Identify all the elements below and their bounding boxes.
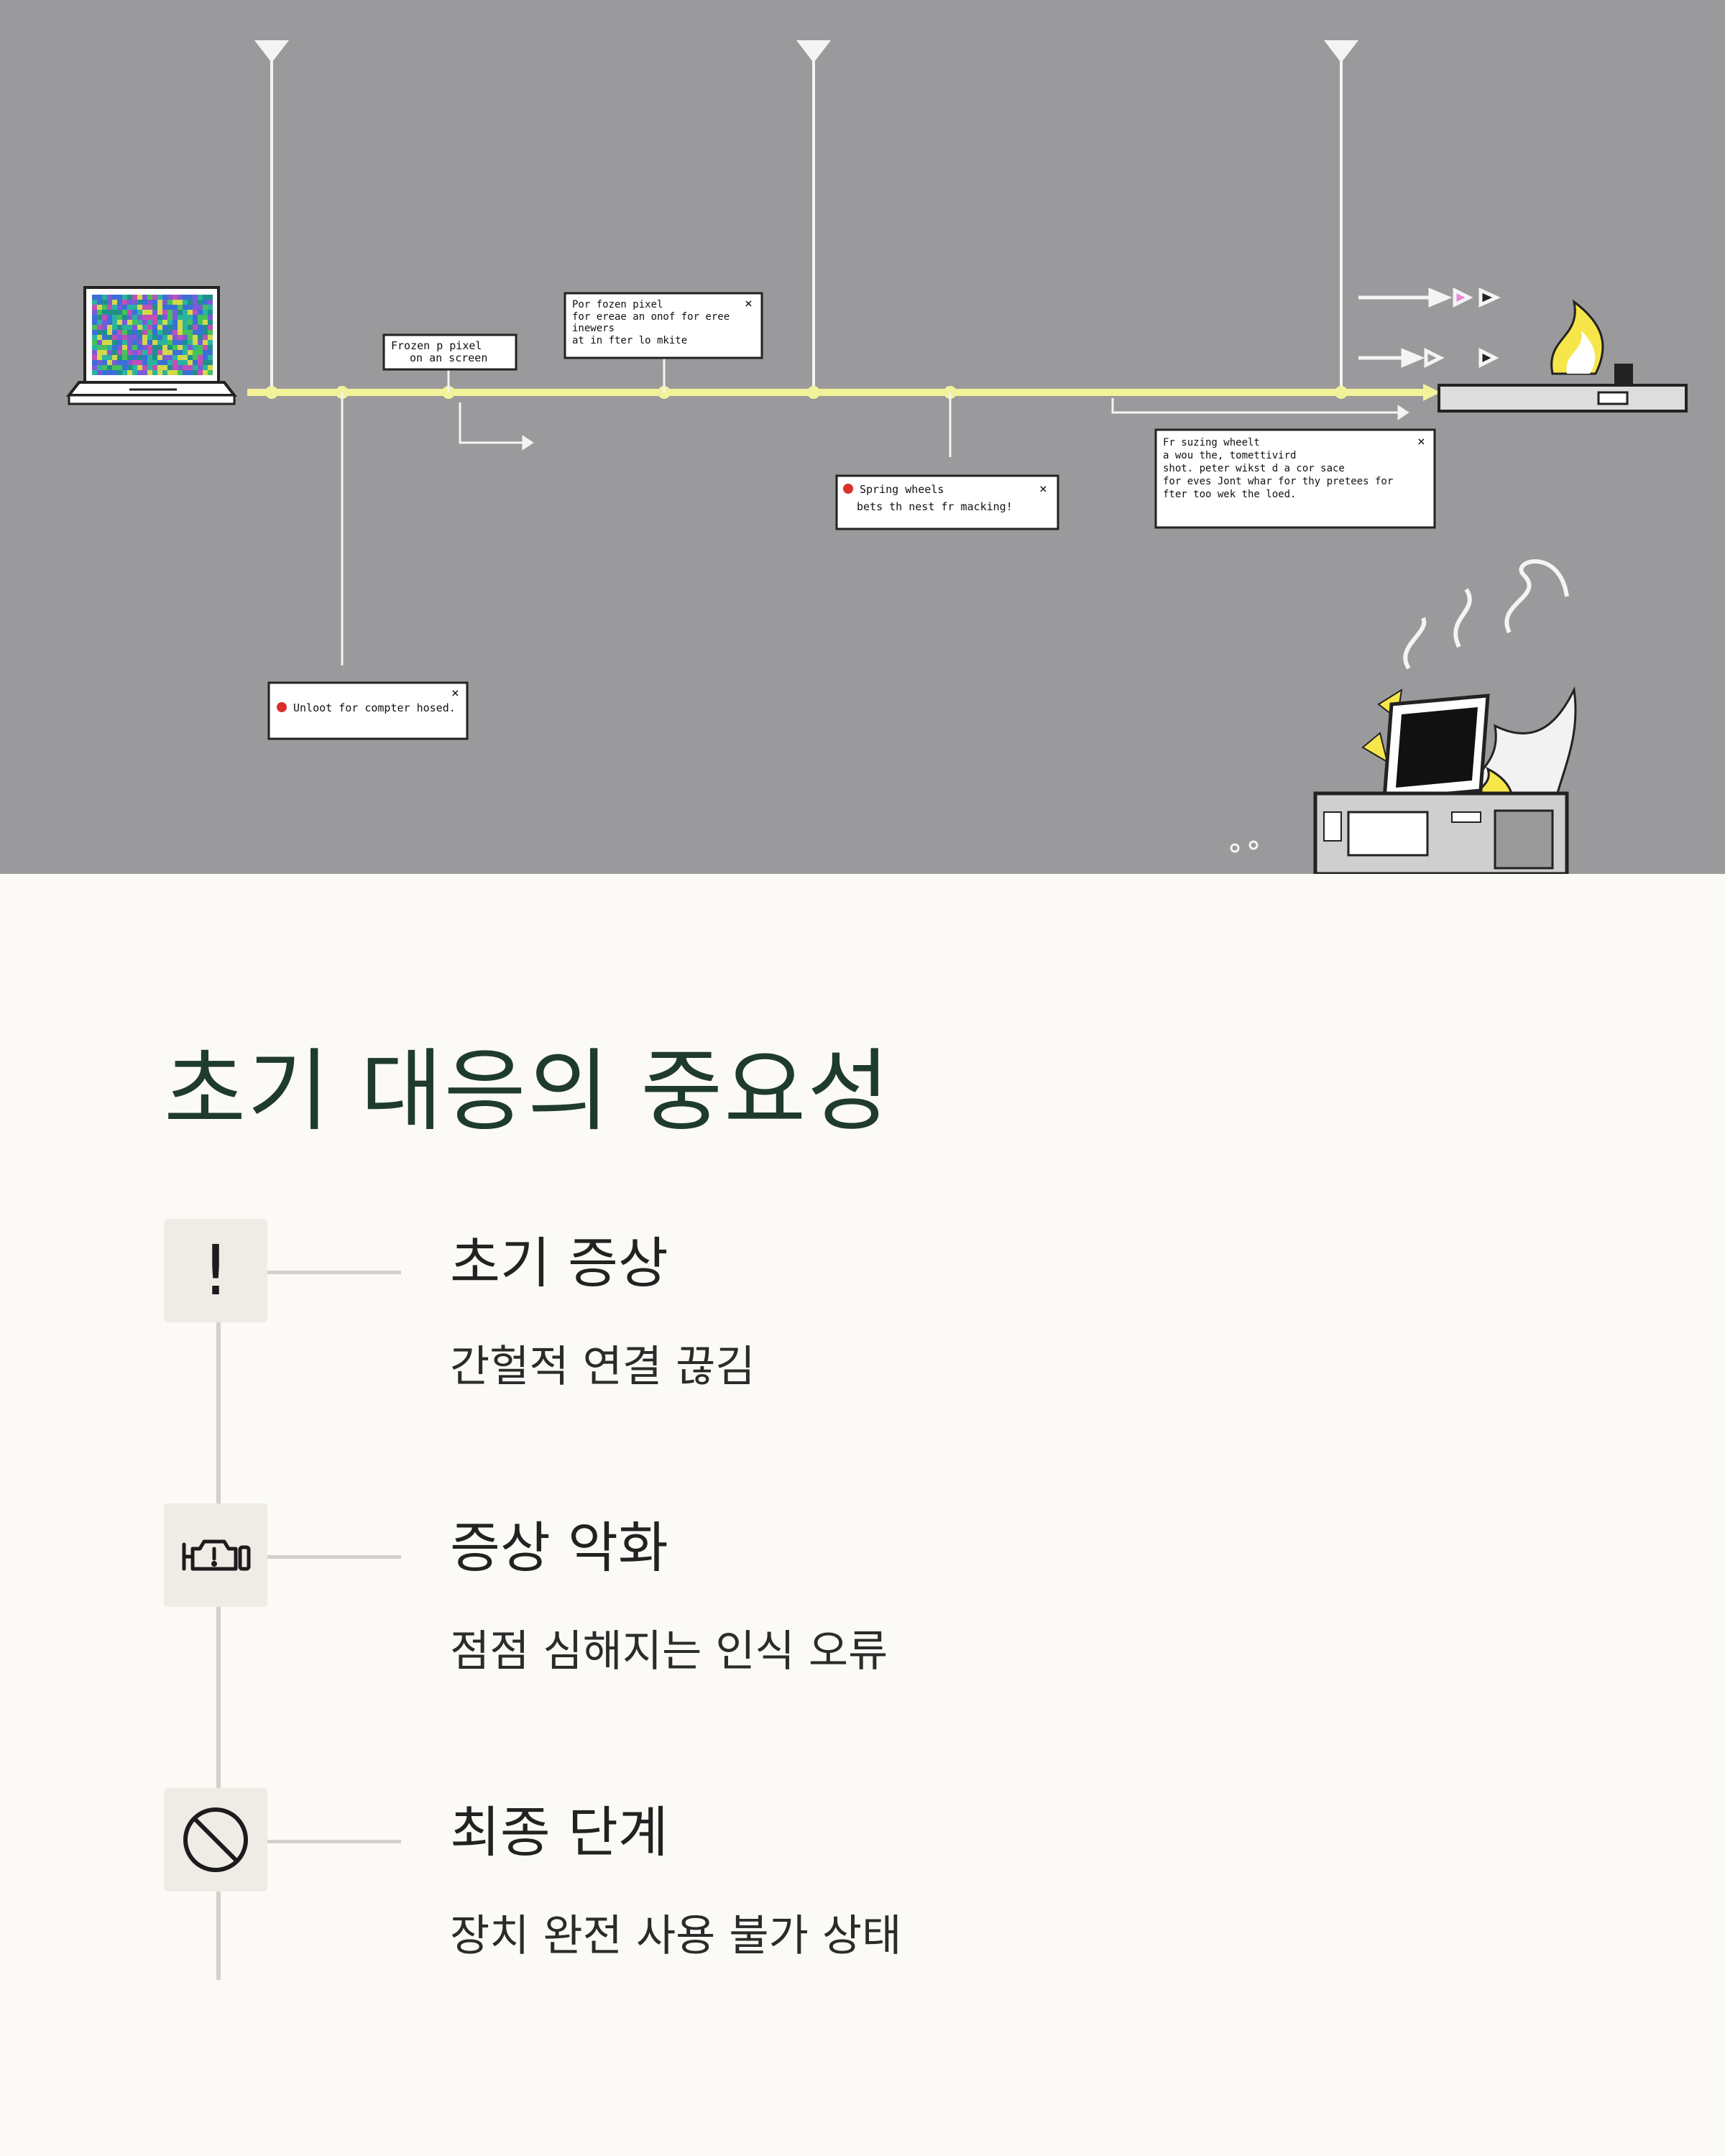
close-icon: × — [1039, 482, 1047, 497]
svg-text:for ereae an onof for eree: for ereae an onof for eree — [572, 311, 730, 323]
step-3-connector — [267, 1840, 401, 1843]
svg-text:fter too wek the loed.: fter too wek the loed. — [1163, 489, 1296, 500]
close-icon: × — [1417, 434, 1425, 449]
step-3-description: 장치 완전 사용 불가 상태 — [450, 1911, 902, 1961]
step-3-title: 최종 단계 — [450, 1800, 668, 1864]
svg-text:Por fozen pixel: Por fozen pixel — [572, 299, 663, 310]
step-1-title: 초기 증상 — [450, 1231, 668, 1295]
svg-text:on an screen: on an screen — [410, 351, 487, 364]
step-2-description: 점점 심해지는 인식 오류 — [450, 1626, 888, 1677]
step-2-title: 증상 악화 — [450, 1516, 668, 1580]
svg-text:shot. peter wikst d a cor sace: shot. peter wikst d a cor sace — [1163, 463, 1345, 474]
svg-text:Fr suzing wheelt: Fr suzing wheelt — [1163, 437, 1260, 448]
svg-text:bets th nest fr macking!: bets th nest fr macking! — [857, 500, 1013, 513]
drop-arrow-icon — [1323, 40, 1359, 63]
step-3-icon-box — [164, 1788, 267, 1892]
hero-illustration: Frozen p pixel on an screen Por fozen pi… — [0, 0, 1725, 874]
main-timeline — [247, 384, 1440, 401]
step-1-description: 간헐적 연결 끊김 — [450, 1342, 755, 1392]
popup-frozen-pixel-detail: Por fozen pixel for ereae an onof for er… — [564, 292, 763, 359]
screen-glitch-noise — [92, 295, 213, 375]
step-1-connector — [267, 1271, 401, 1274]
svg-text:a wou the, tomettivird: a wou the, tomettivird — [1163, 450, 1296, 461]
close-icon: × — [451, 686, 459, 701]
glitched-laptop-icon — [65, 286, 238, 405]
svg-text:Spring wheels: Spring wheels — [860, 483, 944, 496]
drop-arrow-icon — [254, 40, 290, 63]
error-icon — [277, 702, 287, 712]
burning-computer-icon — [1230, 559, 1577, 874]
timeline-drop-markers — [254, 40, 1359, 392]
step-2-icon-box — [164, 1503, 267, 1607]
burning-keyboard-icon — [1438, 299, 1688, 413]
steps-timeline-line — [216, 1272, 221, 1980]
popup-spinning-wheel: Spring wheels bets th nest fr macking! × — [835, 474, 1059, 530]
prohibited-icon — [183, 1807, 248, 1872]
svg-text:for eves Jont whar for thy pre: for eves Jont whar for thy pretees for — [1163, 476, 1393, 487]
popup-connectors — [341, 356, 1409, 665]
engine-warning-icon — [182, 1539, 251, 1571]
svg-text:Frozen p pixel: Frozen p pixel — [391, 339, 482, 352]
popup-freezing-wheel: Fr suzing wheelt a wou the, tomettivird … — [1154, 428, 1436, 529]
svg-text:at in fter lo mkite: at in fter lo mkite — [572, 335, 687, 346]
drop-arrow-icon — [796, 40, 832, 63]
section-title: 초기 대응의 중요성 — [164, 1040, 891, 1143]
timeline-illustration: Frozen p pixel on an screen Por fozen pi… — [65, 40, 1688, 874]
incoming-arrows — [1358, 287, 1501, 369]
close-icon: × — [745, 296, 753, 311]
exclamation-icon: ! — [201, 1230, 230, 1311]
error-icon — [843, 484, 853, 494]
step-1-icon-box: ! — [164, 1219, 267, 1322]
svg-text:inewers: inewers — [572, 323, 615, 334]
step-2-connector — [267, 1555, 401, 1559]
svg-text:Unloot for compter hosed.: Unloot for compter hosed. — [293, 701, 456, 714]
popup-frozen-pixel: Frozen p pixel on an screen — [382, 333, 518, 371]
popup-unlock-computer: Unloot for compter hosed. × — [267, 681, 469, 740]
